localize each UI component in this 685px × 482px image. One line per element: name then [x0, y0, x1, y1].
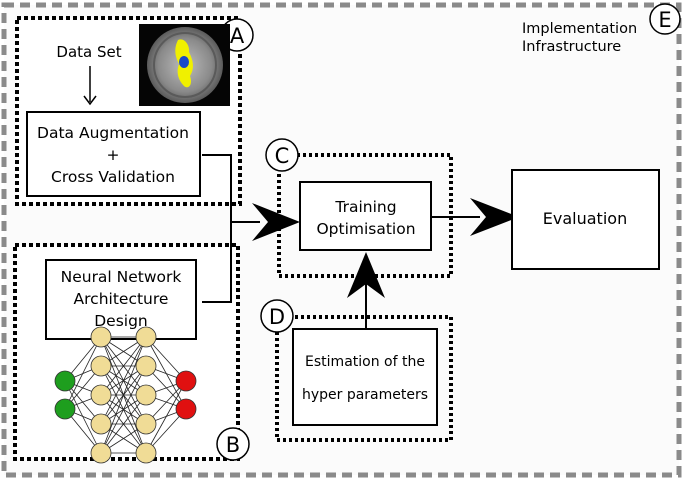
hidden-node: [90, 384, 112, 406]
label-e-marker: E: [649, 3, 681, 35]
network-edge: [145, 336, 187, 410]
training-box: [299, 181, 432, 251]
data-augmentation-line2: +: [107, 146, 120, 164]
output-node: [175, 398, 197, 420]
data-augmentation-line1: Data Augmentation: [37, 124, 189, 142]
training-line1: Training: [334, 198, 396, 216]
infrastructure-title-line2: Infrastructure: [522, 39, 621, 55]
label-d-letter: D: [269, 305, 285, 329]
hidden-node: [90, 355, 112, 377]
output-node: [175, 370, 197, 392]
label-c-marker: C: [265, 138, 299, 172]
label-b-marker: B: [216, 427, 250, 461]
evaluation-label: Evaluation: [543, 209, 627, 228]
neural-network-nodes: [54, 326, 197, 464]
network-design-line3: Design: [94, 312, 148, 330]
network-edge: [100, 365, 147, 454]
hidden-node: [135, 355, 157, 377]
label-b-letter: B: [226, 433, 240, 457]
network-edge: [100, 336, 147, 425]
arrow-to-evaluation: [470, 198, 519, 236]
mri-image: [139, 24, 230, 106]
data-augmentation-line3: Cross Validation: [51, 168, 175, 186]
hidden-node: [135, 413, 157, 435]
network-design-box: [45, 259, 197, 340]
connector-a-b-to-c: [202, 154, 300, 303]
input-node: [54, 370, 76, 392]
hyperparameter-line2: hyper parameters: [302, 387, 428, 403]
hyperparameter-line1: Estimation of the: [305, 354, 425, 370]
mri-lesion-core: [179, 56, 189, 68]
training-line2: Optimisation: [316, 220, 415, 238]
network-edge: [100, 394, 147, 454]
hidden-node: [135, 384, 157, 406]
hidden-node: [90, 442, 112, 464]
label-c-letter: C: [275, 144, 290, 168]
hidden-node: [90, 413, 112, 435]
evaluation-box: [511, 169, 660, 270]
arrow-to-training: [252, 203, 300, 241]
label-e-letter: E: [658, 8, 671, 32]
infrastructure-title-line1: Implementation: [522, 21, 637, 37]
network-edge: [64, 336, 102, 410]
network-design-line2: Architecture: [74, 290, 169, 308]
panel-d-frame: [275, 315, 453, 442]
data-augmentation-box: [26, 111, 201, 197]
hidden-node: [90, 326, 112, 348]
input-node: [54, 398, 76, 420]
network-design-line1: Neural Network: [61, 268, 182, 286]
hidden-node: [135, 442, 157, 464]
network-edge: [100, 336, 147, 454]
label-d-marker: D: [260, 299, 294, 333]
label-a-letter: A: [230, 24, 245, 48]
network-edge: [145, 380, 187, 454]
network-edge: [100, 336, 147, 396]
network-edge: [64, 380, 102, 454]
arrow-to-training-up: [347, 252, 385, 298]
dataset-arrow-head: [83, 95, 97, 106]
hidden-node: [135, 326, 157, 348]
dataset-label: Data Set: [56, 43, 121, 61]
hyperparameter-box: [292, 328, 438, 426]
